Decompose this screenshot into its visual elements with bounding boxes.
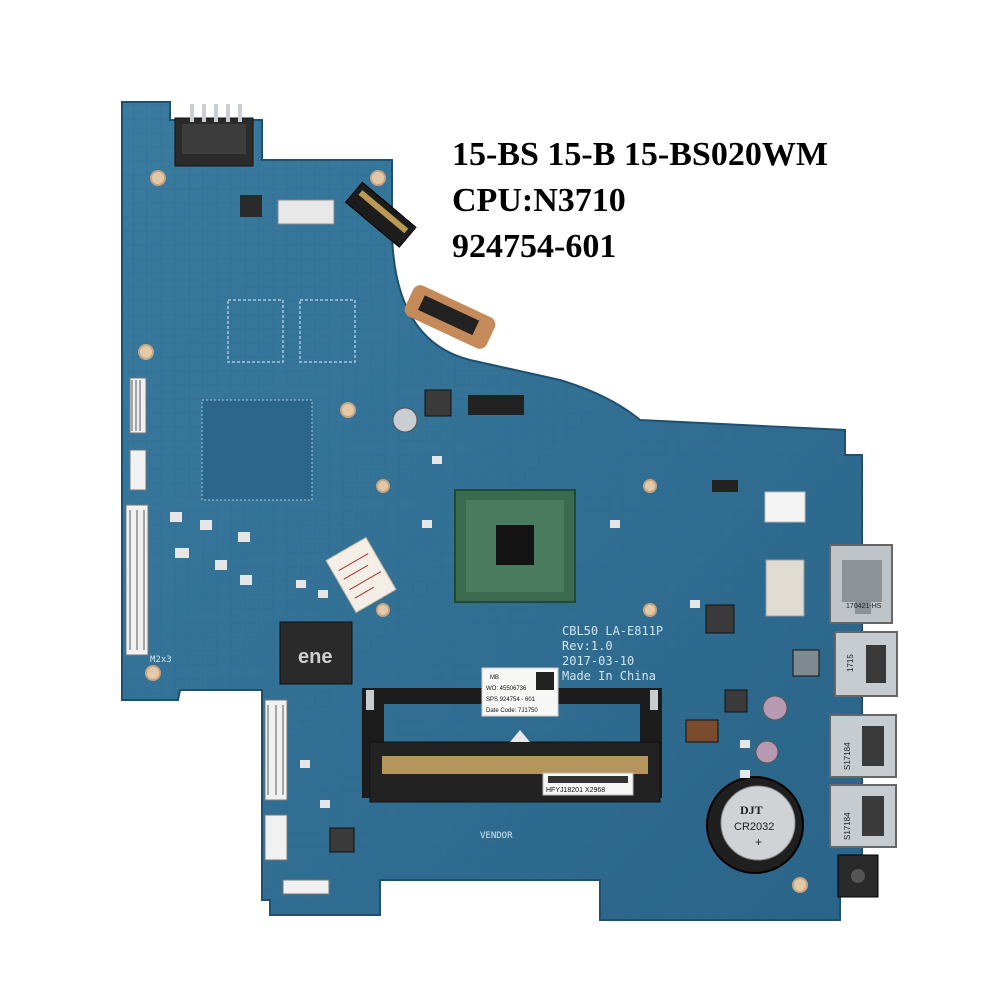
svg-text:HFYJ18201 X2968: HFYJ18201 X2968 (546, 787, 605, 794)
svg-text:MB: MB (490, 675, 499, 681)
caption-part-number: 924754-601 (452, 228, 617, 265)
mounting-holes (138, 170, 808, 893)
silk-m2x3: M2x3 (150, 655, 172, 665)
usb-ports: 1715 S17184 S17184 (829, 631, 898, 848)
product-caption: 15-BS 15-B 15-BS020WM CPU:N3710 924754-6… (452, 132, 828, 270)
inductors (329, 389, 820, 853)
m2-wlan-slot (344, 181, 417, 248)
inductor (240, 195, 262, 217)
power-connector (174, 104, 254, 167)
flex-connectors-left (125, 377, 330, 895)
handwritten-sticker (325, 536, 397, 614)
capacitors (392, 407, 788, 764)
small-header (468, 395, 524, 415)
silk-vendor: VENDOR (480, 831, 513, 841)
board-silkscreen: CBL50 LA-E811P Rev:1.0 2017-03-10 Made I… (150, 624, 663, 841)
svg-text:1715: 1715 (846, 654, 855, 672)
silk-date: 2017-03-10 (562, 654, 634, 668)
svg-text:S17184: S17184 (843, 742, 852, 770)
silk-model: CBL50 LA-E811P (562, 624, 663, 638)
svg-text:+: + (755, 835, 762, 849)
svg-text:S17184: S17184 (843, 812, 852, 840)
svg-text:SPS 924754 - 601: SPS 924754 - 601 (486, 697, 536, 703)
memory-chip-footprints (227, 299, 356, 363)
small-connector (277, 199, 335, 225)
caption-models: 15-BS 15-B 15-BS020WM (452, 136, 828, 173)
smd-components (170, 456, 750, 808)
white-pad (764, 491, 806, 523)
svg-text:DJT: DJT (740, 803, 763, 817)
cpu-chip (454, 489, 576, 603)
silk-origin: Made In China (562, 669, 656, 683)
cmos-battery: DJT CR2032 + (706, 776, 804, 874)
serial-sticker: HFYJ18201 X2968 (542, 772, 634, 796)
rj45-port: 170421-HS (829, 544, 893, 624)
audio-jack (837, 854, 879, 898)
svg-text:170421-HS: 170421-HS (846, 603, 882, 610)
caption-cpu: CPU:N3710 (452, 182, 626, 219)
svg-text:CR2032: CR2032 (734, 821, 774, 833)
silk-rev: Rev:1.0 (562, 639, 613, 653)
copper-pads (404, 285, 496, 349)
ene-logo: ene (298, 646, 332, 668)
svg-text:WO: 45506736: WO: 45506736 (486, 686, 527, 692)
flex-connector-right (765, 559, 805, 617)
ene-keyboard-controller: ene (279, 621, 353, 685)
label-sticker: MB WO: 45506736 SPS 924754 - 601 Date Co… (481, 667, 559, 717)
svg-text:Date Code: 7J1750: Date Code: 7J1750 (486, 708, 538, 714)
